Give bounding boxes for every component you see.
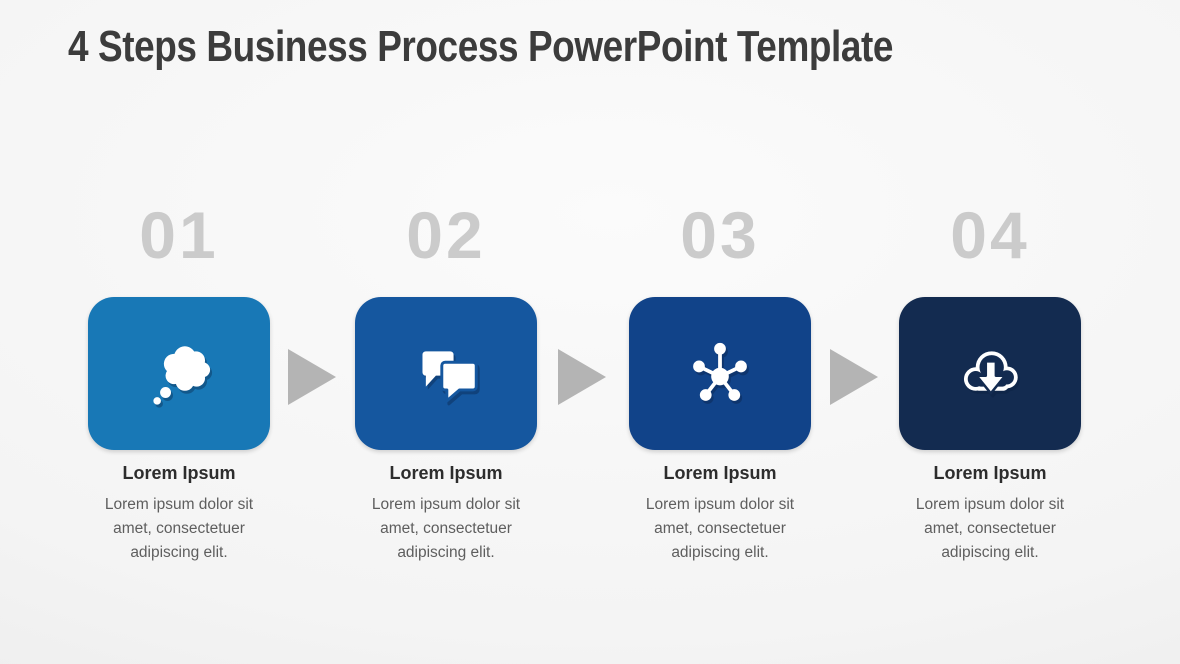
step-number: 01 (139, 198, 219, 272)
step-number: 03 (680, 198, 760, 272)
step-box (355, 297, 537, 450)
step-heading: Lorem Ipsum (122, 463, 236, 483)
thought-cloud-icon (153, 345, 211, 405)
network-hub-icon (693, 342, 747, 401)
step-box (629, 297, 811, 450)
step-description: Lorem ipsum dolor sit amet, consectetuer… (371, 496, 521, 561)
step-box (88, 297, 270, 450)
step-number: 02 (406, 198, 486, 272)
step-heading: Lorem Ipsum (933, 463, 1047, 483)
step-number: 04 (950, 198, 1030, 272)
step-description: Lorem ipsum dolor sit amet, consectetuer… (645, 496, 795, 561)
step-box (899, 297, 1081, 450)
chat-bubbles-icon (422, 350, 478, 402)
step-heading: Lorem Ipsum (663, 463, 777, 483)
step-description: Lorem ipsum dolor sit amet, consectetuer… (104, 496, 254, 561)
step-heading: Lorem Ipsum (389, 463, 503, 483)
arrow-right-icon (830, 349, 878, 405)
arrow-right-icon (558, 349, 606, 405)
arrow-right-icon (288, 349, 336, 405)
slide-title: 4 Steps Business Process PowerPoint Temp… (68, 22, 894, 71)
step-description: Lorem ipsum dolor sit amet, consectetuer… (915, 496, 1065, 561)
cloud-download-icon (963, 350, 1018, 395)
